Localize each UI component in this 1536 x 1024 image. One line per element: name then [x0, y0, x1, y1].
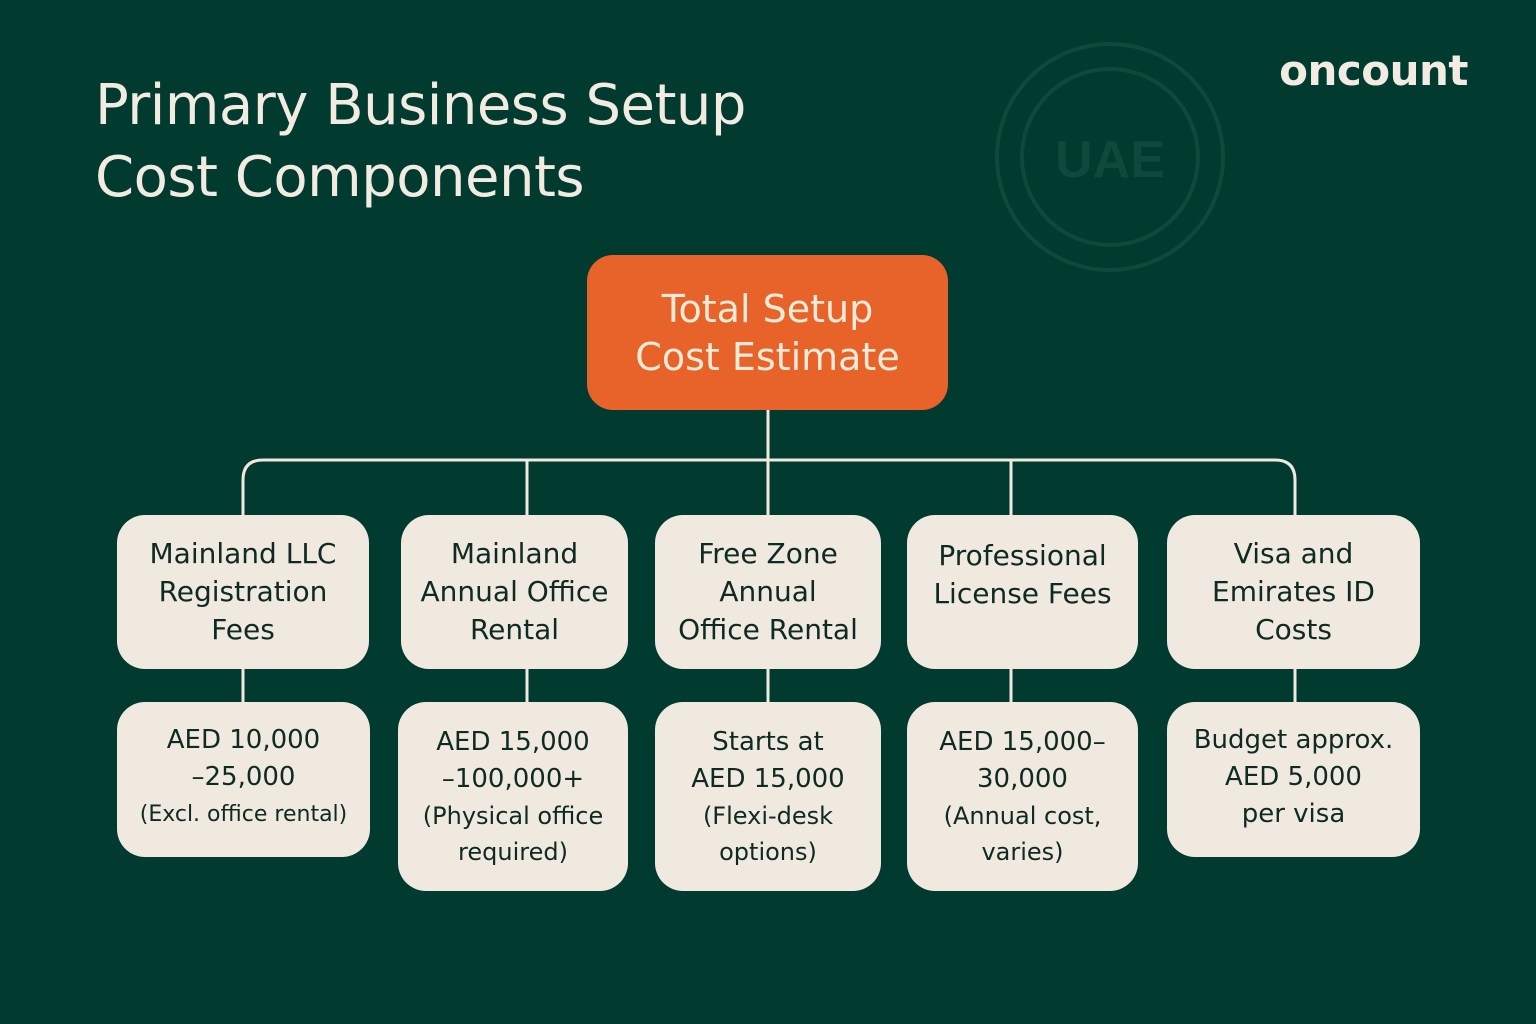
value-card-professional-license: AED 15,000– 30,000 (Annual cost, varies)	[907, 702, 1138, 891]
component-card-visa-emirates-id: Visa and Emirates ID Costs	[1167, 515, 1420, 669]
card-heading-line: Annual Office	[420, 575, 609, 608]
card-heading-line: License Fees	[933, 577, 1112, 610]
root-node-total-setup-cost: Total Setup Cost Estimate	[587, 255, 948, 410]
card-value-line: –25,000	[191, 762, 296, 792]
card-value-note: (Flexi-desk	[702, 801, 834, 830]
component-card-mainland-office-rental: Mainland Annual Office Rental	[401, 515, 628, 669]
card-value-line: AED 15,000–	[939, 726, 1106, 757]
card-heading-line: Mainland	[450, 537, 579, 570]
card-value-line: Budget approx.	[1193, 725, 1394, 755]
card-value-line: AED 15,000	[691, 763, 845, 794]
card-value-line: per visa	[1241, 799, 1346, 829]
value-card-visa-emirates-id: Budget approx. AED 5,000 per visa	[1167, 702, 1420, 857]
card-value-note: required)	[458, 837, 568, 866]
card-heading-line: Mainland LLC	[149, 537, 337, 570]
component-card-free-zone-office-rental: Free Zone Annual Office Rental	[655, 515, 881, 669]
card-heading-line: Visa and	[1233, 537, 1354, 570]
component-card-mainland-llc-registration: Mainland LLC Registration Fees	[117, 515, 369, 669]
title-line-1: Primary Business Setup	[95, 73, 746, 138]
card-heading-line: Office Rental	[678, 613, 858, 646]
card-value-line: –100,000+	[441, 763, 585, 794]
component-card-professional-license: Professional License Fees	[907, 515, 1138, 669]
card-value-line: AED 10,000	[166, 725, 321, 755]
card-heading-line: Emirates ID	[1212, 575, 1375, 608]
page-title: Primary Business Setup Cost Components	[95, 70, 746, 214]
root-line-1: Total Setup	[661, 286, 874, 331]
card-value-line: AED 5,000	[1225, 762, 1362, 792]
card-heading-line: Free Zone	[698, 537, 838, 570]
title-line-2: Cost Components	[95, 145, 585, 210]
card-heading-line: Professional	[938, 539, 1107, 572]
brand-logo: oncount	[1279, 46, 1468, 95]
card-value-note: (Physical office	[422, 801, 604, 830]
value-card-free-zone-office-rental: Starts at AED 15,000 (Flexi-desk options…	[655, 702, 881, 891]
uae-seal-watermark-icon: UAE	[995, 42, 1225, 272]
card-heading-line: Annual	[719, 575, 817, 608]
card-heading-line: Costs	[1255, 613, 1332, 646]
card-heading-line: Fees	[211, 613, 275, 646]
card-value-note: options)	[719, 837, 817, 866]
value-card-mainland-llc-registration: AED 10,000 –25,000 (Excl. office rental)	[117, 702, 370, 857]
root-line-2: Cost Estimate	[635, 334, 900, 379]
card-heading-line: Registration	[158, 575, 328, 608]
card-value-line: 30,000	[977, 763, 1068, 794]
card-value-note: (Excl. office rental)	[139, 802, 348, 827]
seal-text: UAE	[1055, 131, 1165, 189]
card-value-note: varies)	[981, 837, 1064, 866]
card-value-line: AED 15,000	[436, 726, 590, 757]
card-value-note: (Annual cost,	[943, 801, 1102, 830]
value-card-mainland-office-rental: AED 15,000 –100,000+ (Physical office re…	[398, 702, 628, 891]
card-heading-line: Rental	[469, 613, 560, 646]
card-value-line: Starts at	[712, 726, 824, 757]
